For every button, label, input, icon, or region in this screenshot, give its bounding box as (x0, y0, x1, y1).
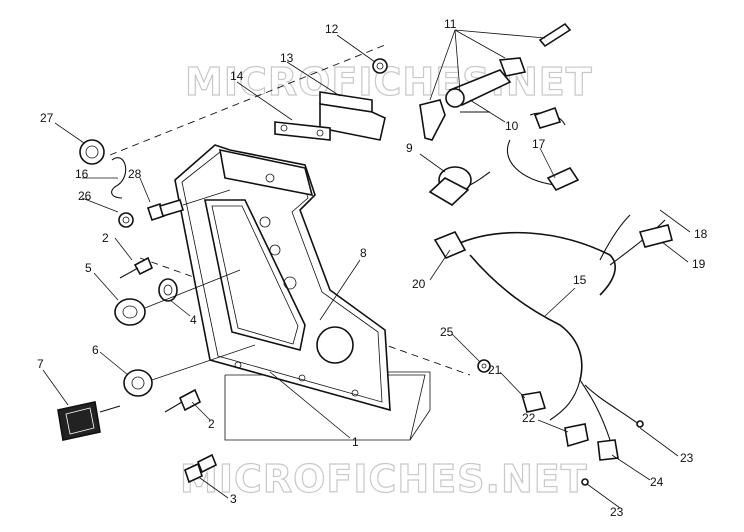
nut-26 (118, 212, 134, 228)
connector-22 (564, 423, 589, 448)
callout-8: 8 (360, 246, 367, 260)
callout-11: 11 (444, 17, 457, 31)
wiring-harness-15 (454, 112, 666, 441)
latch-assembly-10-11 (419, 22, 572, 141)
connector-21 (520, 391, 547, 413)
bolt-3 (184, 453, 218, 484)
key-7 (57, 401, 121, 441)
screw-2-upper (119, 256, 154, 279)
callout-25: 25 (440, 325, 454, 339)
nut-5 (114, 298, 146, 326)
connector-top (533, 106, 562, 129)
bracket-13 (319, 91, 386, 141)
callout-23-upper: 23 (680, 451, 694, 465)
bracket-14 (274, 121, 331, 141)
callout-7: 7 (37, 357, 44, 371)
callout-9: 9 (406, 141, 413, 155)
callout-26: 26 (78, 189, 92, 203)
ring-27 (79, 139, 105, 165)
bolt-28 (146, 199, 184, 222)
callout-18: 18 (694, 227, 708, 241)
connector-20 (433, 230, 467, 260)
leader-lines (42, 29, 691, 509)
callout-4: 4 (190, 313, 197, 327)
callout-23-lower: 23 (610, 505, 624, 519)
callout-1: 1 (352, 435, 359, 449)
nut-12 (372, 58, 388, 74)
callout-6: 6 (92, 343, 99, 357)
assembly-line-5 (144, 269, 241, 309)
sensor-9 (428, 166, 491, 206)
washer-25 (477, 359, 491, 373)
guide-line-lower (139, 257, 471, 376)
callout-12: 12 (325, 22, 339, 36)
callout-13: 13 (280, 51, 294, 65)
callout-10: 10 (505, 119, 519, 133)
callout-27: 27 (40, 111, 54, 125)
callout-14: 14 (230, 69, 244, 83)
callout-24: 24 (650, 475, 664, 489)
watermark-bottom: MICROFICHES.NET (180, 457, 588, 501)
callout-3: 3 (230, 492, 237, 506)
assembly-line-28 (182, 189, 231, 206)
callout-5: 5 (85, 261, 92, 275)
callout-22: 22 (522, 411, 536, 425)
watermark-top: MICROFICHES.NET (185, 60, 593, 104)
assembly-line-6 (151, 344, 256, 381)
connector-24 (597, 439, 619, 461)
guide-line-upper (109, 44, 386, 156)
callout-16: 16 (75, 167, 89, 181)
callout-2-lower: 2 (208, 417, 215, 431)
clip-16 (111, 157, 127, 199)
terminal-23 (581, 420, 644, 486)
callout-15: 15 (573, 273, 587, 287)
connector-17 (546, 166, 580, 192)
callout-17: 17 (532, 137, 546, 151)
callout-28: 28 (128, 167, 142, 181)
callout-21: 21 (488, 363, 502, 377)
screw-2-lower (164, 388, 202, 413)
nut-6 (123, 369, 153, 397)
callout-20: 20 (412, 277, 426, 291)
connector-19 (638, 224, 673, 248)
callout-2-upper: 2 (102, 231, 109, 245)
mounting-panel (174, 144, 391, 412)
washer-4 (158, 278, 178, 302)
callout-19: 19 (692, 257, 706, 271)
callout-labels: 1 2 2 3 4 5 6 7 8 9 10 11 12 13 14 15 16… (37, 17, 708, 519)
